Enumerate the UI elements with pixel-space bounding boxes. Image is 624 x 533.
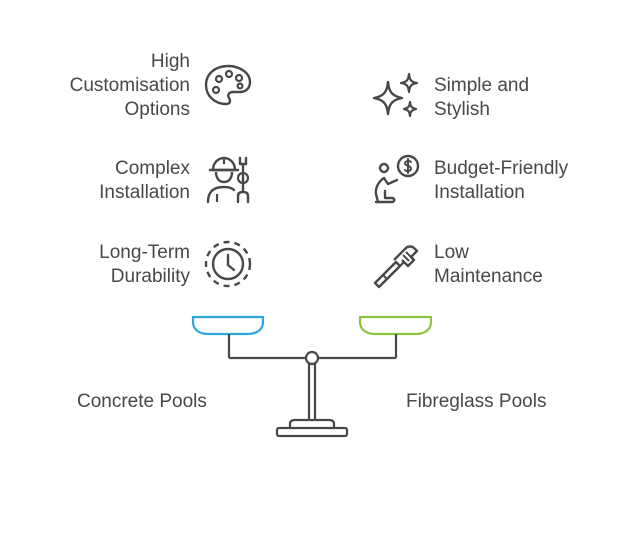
pipe-wrench-icon xyxy=(373,245,419,289)
feature-label-simple-stylish: Simple and Stylish xyxy=(434,75,530,120)
sparkles-icon xyxy=(372,72,419,118)
feature-label-low-maintenance: Low Maintenance xyxy=(434,242,543,287)
right-pan xyxy=(358,315,433,358)
left-pan xyxy=(191,315,265,358)
feature-label-complex-installation: Complex Installation xyxy=(99,158,190,203)
scale-beam xyxy=(229,350,396,366)
scale-stand xyxy=(275,364,349,438)
feature-label-long-term-durability: Long-Term Durability xyxy=(99,242,190,287)
person-dollar-icon xyxy=(374,154,420,204)
option-label-fibreglass-pools: Fibreglass Pools xyxy=(406,391,547,412)
palette-icon xyxy=(204,64,252,106)
option-label-concrete-pools: Concrete Pools xyxy=(77,391,207,412)
clock-icon xyxy=(204,240,252,288)
feature-label-high-customisation: High Customisation Options xyxy=(69,51,190,120)
worker-wrench-icon xyxy=(206,156,250,204)
feature-label-budget-friendly: Budget-Friendly Installation xyxy=(434,158,569,203)
